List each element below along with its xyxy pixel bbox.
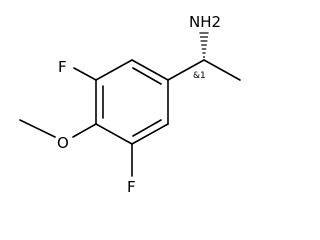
stereo-descriptor-label: &1 xyxy=(193,71,206,81)
ring-bond-3 xyxy=(131,123,169,145)
hashed-wedge-bond xyxy=(199,32,209,58)
bond-ring-to-fluorine-top xyxy=(73,67,97,81)
ring-double-bond-inner-1 xyxy=(132,67,162,85)
bond-ring-to-chiral-carbon xyxy=(167,59,205,81)
benzene-ring xyxy=(95,59,169,145)
ring-bond-1 xyxy=(131,59,169,81)
ring-double-bond-inner-2 xyxy=(132,119,162,137)
fluorine-top-label: F xyxy=(58,58,67,76)
ring-bond-4 xyxy=(95,123,133,145)
bond-oxygen-to-methyl xyxy=(19,119,56,138)
molecule-diagram: NH2 F F O &1 xyxy=(19,13,241,196)
fluorine-bottom-label: F xyxy=(127,178,136,196)
bond-ring-to-methoxy-oxygen xyxy=(72,123,97,138)
methoxy-oxygen-label: O xyxy=(57,134,69,152)
amine-label: NH2 xyxy=(189,13,221,31)
bond-chiral-to-methyl xyxy=(203,59,241,81)
ring-bond-6 xyxy=(95,59,133,81)
